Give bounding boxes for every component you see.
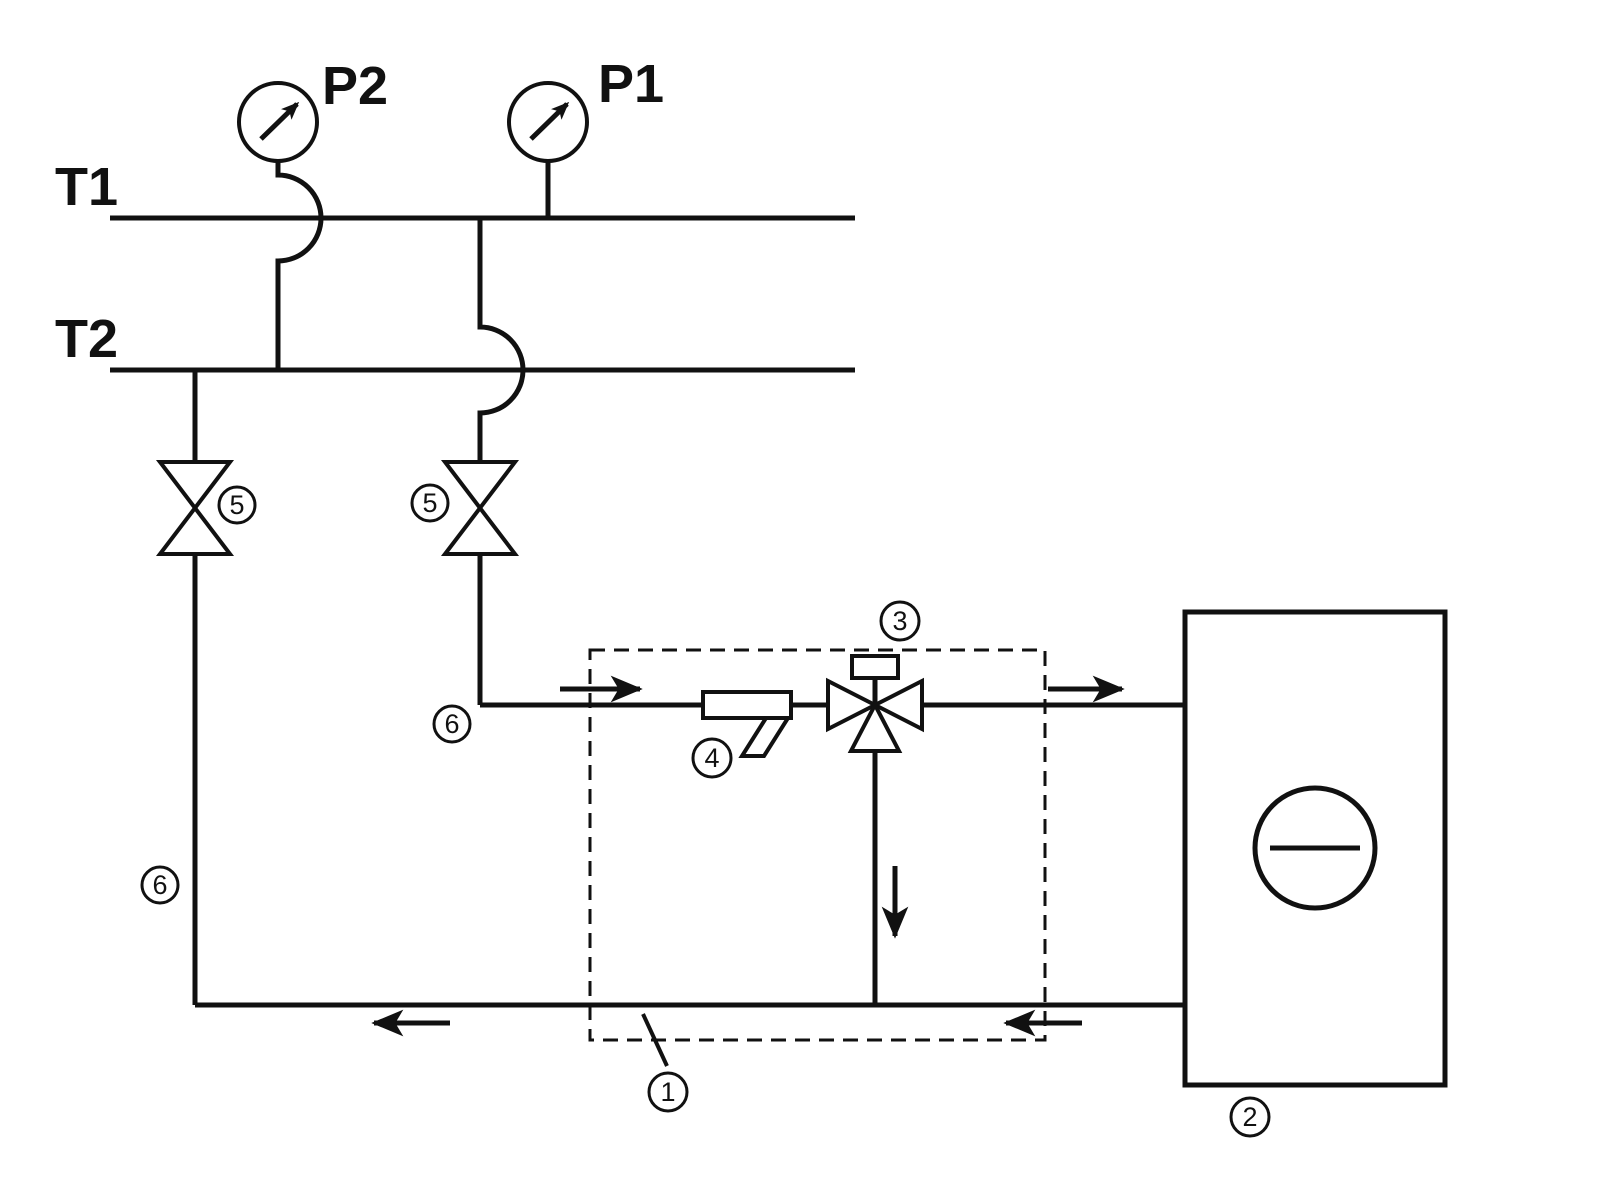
callout-6-return-circle: [140, 865, 180, 905]
callout-5-left-circle: [217, 485, 257, 525]
pipe-gauge-p2-stem-with-crossover: [275, 160, 324, 370]
callout-3-circle: [879, 600, 921, 642]
pipe-supply-branch-with-crossover: [477, 218, 526, 462]
valve-actuator: [850, 654, 900, 680]
callout-5-right-number: 5: [422, 488, 437, 518]
three-way-valve: [826, 654, 924, 753]
gauge-label-p1: P1: [598, 54, 664, 114]
boiler-body: [1182, 609, 1448, 1088]
pipes: [110, 160, 1185, 1008]
three-way-valve-left-triangle: [826, 677, 880, 733]
gauge-p2-needle-icon: [259, 101, 300, 141]
callout-6-return: 6: [140, 865, 180, 905]
strainer-body: [701, 690, 793, 720]
line-label-t1: T1: [55, 157, 118, 217]
pressure-gauge-p1: [507, 81, 589, 163]
mixing-unit-boundary: [588, 648, 1047, 1042]
callout-3-number: 3: [892, 606, 907, 636]
callout-4-circle: [691, 737, 733, 779]
valve-right-bottom-triangle: [440, 504, 520, 556]
three-way-valve-right-triangle: [870, 677, 924, 733]
valve-left-bottom-triangle: [155, 504, 235, 556]
valve-right-top-triangle: [440, 460, 520, 512]
callout-6-return-number: 6: [152, 870, 167, 900]
shutoff-valve-right: [440, 460, 520, 556]
gauge-p1-needle-icon: [529, 101, 570, 141]
callout-6-supply: 6: [432, 704, 472, 744]
pressure-gauge-p2: [237, 81, 319, 163]
callout-3: 3: [879, 600, 921, 642]
callout-6-supply-circle: [432, 704, 472, 744]
boiler-unit: [1182, 609, 1448, 1088]
flow-arrows: [371, 675, 1125, 1037]
shutoff-valve-left: [155, 460, 235, 556]
three-way-valve-bottom-triangle: [847, 700, 903, 753]
valve-left-top-triangle: [155, 460, 235, 512]
callout-4-number: 4: [704, 743, 719, 773]
callout-1-circle: [647, 1071, 689, 1113]
strainer-filter: [701, 690, 793, 758]
callout-4: 4: [691, 737, 733, 779]
callout-1-number: 1: [660, 1077, 675, 1107]
callout-2: 2: [1229, 1096, 1271, 1138]
gauge-label-p2: P2: [322, 56, 388, 116]
callout-1-leader: [641, 1013, 669, 1067]
callout-1: 1: [647, 1071, 689, 1113]
callout-5-left-number: 5: [229, 490, 244, 520]
callout-2-circle: [1229, 1096, 1271, 1138]
callout-5-right: 5: [410, 483, 450, 523]
callout-6-supply-number: 6: [444, 709, 459, 739]
strainer-drain-diagonal: [738, 716, 792, 758]
line-label-t2: T2: [55, 309, 118, 369]
callout-5-left: 5: [217, 485, 257, 525]
callout-5-right-circle: [410, 483, 450, 523]
callout-2-number: 2: [1242, 1102, 1257, 1132]
